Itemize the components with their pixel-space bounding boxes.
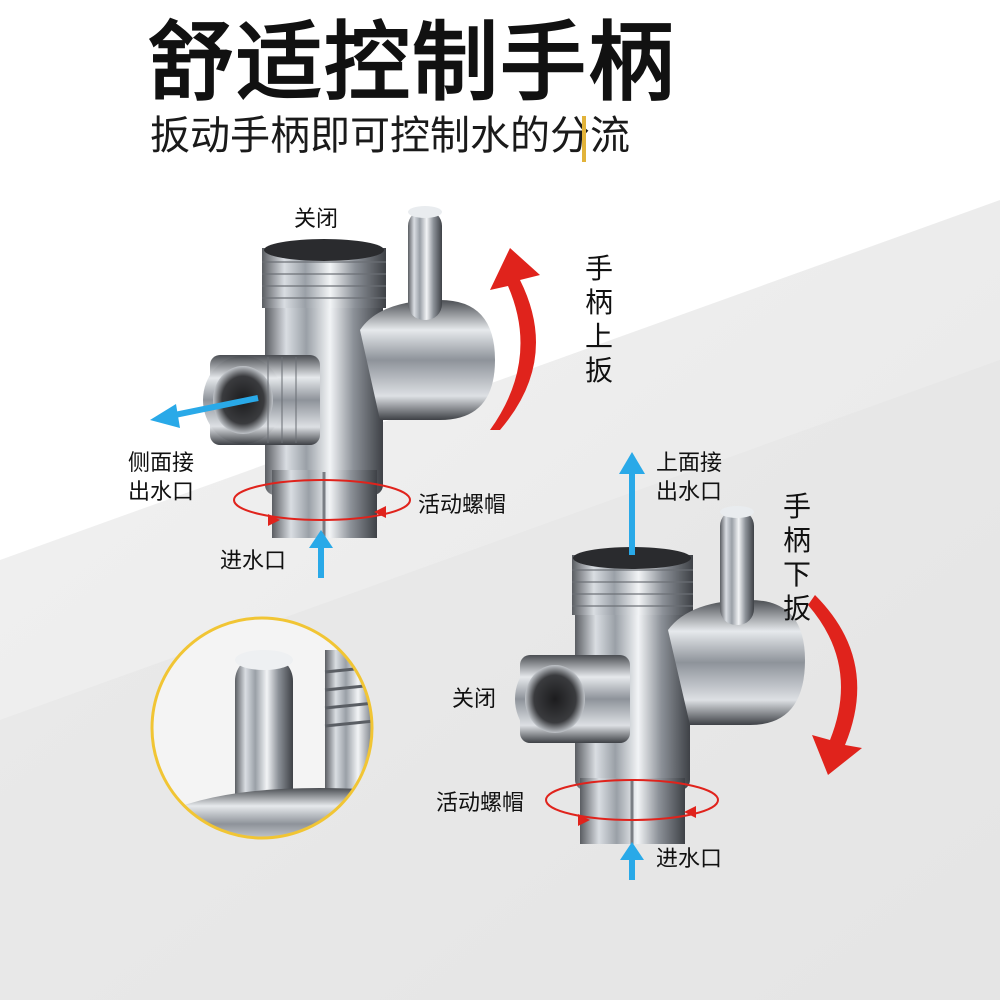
arrow-blue-up-inlet-icon (620, 842, 644, 880)
top-label-inlet: 进水口 (220, 549, 287, 574)
bottom-label-nut: 活动螺帽 (436, 791, 525, 816)
bottom-label-inlet: 进水口 (656, 847, 723, 872)
top-valve (203, 206, 495, 538)
bottom-label-handle: 手柄下扳 (782, 490, 811, 626)
bottom-label-top-outlet: 上面接出水口 (656, 451, 723, 505)
arrow-up-red-curved-icon (490, 248, 540, 430)
top-label-nut: 活动螺帽 (418, 493, 507, 518)
top-label-side-outlet: 侧面接出水口 (128, 451, 195, 505)
handle-closeup-inset (150, 616, 374, 840)
top-label-closed: 关闭 (294, 207, 339, 232)
rotation-ring-red-icon (233, 479, 411, 526)
arrow-blue-up-icon (309, 530, 333, 578)
arrow-blue-left-icon (150, 395, 259, 428)
page-subtitle: 扳动手柄即可控制水的分流 (150, 113, 630, 159)
arrow-down-red-curved-icon (808, 595, 862, 775)
bottom-label-closed: 关闭 (452, 687, 497, 712)
bottom-valve (515, 506, 805, 844)
arrow-blue-up-top-outlet-icon (619, 452, 645, 555)
subtitle-accent-bar (582, 116, 586, 162)
rotation-ring-red-bottom-icon (545, 779, 719, 826)
page-title: 舒适控制手柄 (148, 13, 676, 113)
top-label-handle: 手柄上扳 (584, 252, 613, 388)
